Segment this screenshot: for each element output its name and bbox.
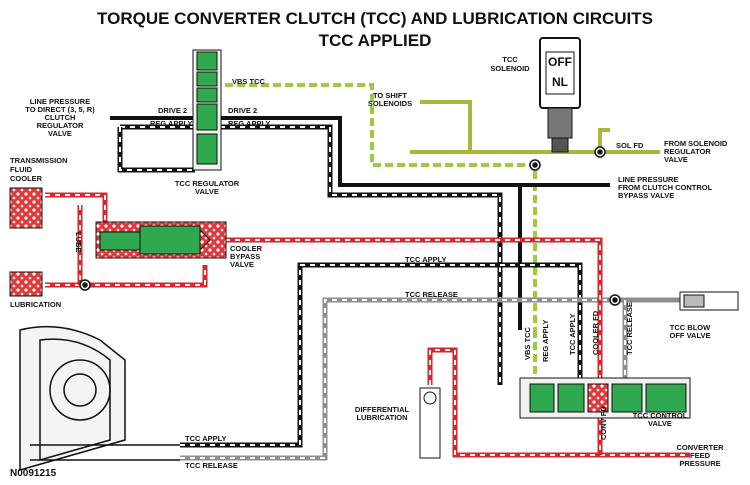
label-line-pressure-direct: LINE PRESSURE TO DIRECT (3, 5, R) CLUTCH…	[25, 97, 95, 138]
svg-text:SOLENOID: SOLENOID	[490, 64, 530, 73]
svg-text:BYPASS: BYPASS	[230, 252, 260, 261]
svg-text:FLUID: FLUID	[10, 165, 33, 174]
svg-text:VALVE: VALVE	[230, 260, 254, 269]
svg-text:SOLENOIDS: SOLENOIDS	[368, 99, 412, 108]
svg-text:TO SHIFT: TO SHIFT	[373, 91, 407, 100]
title-line-1: TORQUE CONVERTER CLUTCH (TCC) AND LUBRIC…	[97, 9, 653, 28]
label-transmission-fluid-cooler: TRANSMISSION FLUID COOLER	[10, 156, 68, 183]
label-vbs-tcc-vert: VBS TCC	[523, 326, 532, 360]
svg-text:VALVE: VALVE	[48, 129, 72, 138]
svg-text:PRESSURE: PRESSURE	[679, 459, 720, 468]
solenoid-nl-text: NL	[552, 75, 568, 89]
tcc-release-circuit	[180, 297, 680, 461]
label-tcc-apply-mid: TCC APPLY	[405, 255, 447, 264]
svg-text:DIFFERENTIAL: DIFFERENTIAL	[355, 405, 410, 414]
label-reg-apply-vert: REG APPLY	[541, 320, 550, 362]
reg-apply-circuit	[117, 124, 503, 385]
svg-text:CONVERTER: CONVERTER	[676, 443, 724, 452]
svg-text:VALVE: VALVE	[648, 419, 672, 428]
label-differential-lubrication: DIFFERENTIAL LUBRICATION	[355, 405, 410, 422]
svg-text:LINE PRESSURE: LINE PRESSURE	[30, 97, 90, 106]
label-drive2-right: DRIVE 2	[228, 106, 257, 115]
svg-text:VALVE: VALVE	[664, 155, 688, 164]
svg-text:FROM SOLENOID: FROM SOLENOID	[664, 139, 728, 148]
tcc-control-valve	[519, 377, 691, 419]
label-cooler-bypass-valve: COOLER BYPASS VALVE	[230, 244, 263, 269]
svg-text:TCC REGULATOR: TCC REGULATOR	[175, 179, 240, 188]
svg-text:TCC: TCC	[502, 55, 518, 64]
transmission-fluid-cooler	[9, 187, 43, 229]
label-to-shift-solenoids: TO SHIFT SOLENOIDS	[368, 91, 412, 108]
tcc-apply-circuit	[180, 262, 583, 448]
label-cooler-fd-vert: COOLER FD	[591, 310, 600, 355]
label-reg-apply-right: REG APPLY	[228, 119, 270, 128]
svg-text:TO DIRECT (3, 5, R): TO DIRECT (3, 5, R)	[25, 105, 95, 114]
label-sol-fd: SOL FD	[616, 141, 644, 150]
label-lubrication: LUBRICATION	[10, 300, 61, 309]
solenoid-off-text: OFF	[548, 55, 572, 69]
svg-text:CLUTCH: CLUTCH	[45, 113, 76, 122]
line-pressure-circuit	[110, 116, 610, 330]
tcc-blow-off-valve	[679, 291, 739, 311]
label-drive2-left: DRIVE 2	[158, 106, 187, 115]
label-reg-apply-left: REG APPLY	[150, 119, 192, 128]
label-conv-fd-vert: CONV FD	[599, 406, 608, 440]
svg-text:COOLER: COOLER	[10, 174, 43, 183]
svg-text:TRANSMISSION: TRANSMISSION	[10, 156, 68, 165]
junction-dots	[79, 146, 621, 306]
label-tcc-release-vert: TCC RELEASE	[625, 302, 634, 355]
label-tcc-control-valve: TCC CONTROL VALVE	[633, 411, 688, 428]
svg-text:REGULATOR: REGULATOR	[664, 147, 711, 156]
tcc-solenoid: OFF NL	[539, 37, 581, 153]
lubrication-block	[9, 271, 43, 297]
svg-text:FEED: FEED	[690, 451, 711, 460]
label-tcc-apply-vert: TCC APPLY	[568, 313, 577, 355]
label-tcc-solenoid: TCC SOLENOID	[490, 55, 530, 73]
label-tcc-blow-off-valve: TCC BLOW OFF VALVE	[670, 323, 712, 340]
svg-text:BYPASS VALVE: BYPASS VALVE	[618, 191, 674, 200]
svg-text:COOLER: COOLER	[230, 244, 263, 253]
label-from-solenoid-regulator-valve: FROM SOLENOID REGULATOR VALVE	[664, 139, 728, 164]
differential-lubrication-device	[419, 387, 441, 459]
tcc-regulator-valve	[192, 49, 222, 171]
label-line-pressure-from-clutch: LINE PRESSURE FROM CLUTCH CONTROL BYPASS…	[618, 175, 713, 200]
title-line-2: TCC APPLIED	[319, 31, 432, 50]
label-tcc-regulator-valve: TCC REGULATOR VALVE	[175, 179, 240, 196]
svg-text:FROM CLUTCH CONTROL: FROM CLUTCH CONTROL	[618, 183, 713, 192]
svg-text:REGULATOR: REGULATOR	[37, 121, 84, 130]
label-vbs-tcc: VBS TCC	[232, 77, 266, 86]
label-lube: LUBE	[74, 232, 83, 252]
label-tcc-release-mid: TCC RELEASE	[405, 290, 458, 299]
label-converter-feed-pressure: CONVERTER FEED PRESSURE	[676, 443, 724, 468]
cooler-bypass-valve	[95, 221, 227, 259]
svg-text:LUBRICATION: LUBRICATION	[356, 413, 407, 422]
torque-converter	[19, 325, 180, 471]
label-tcc-release-bottom: TCC RELEASE	[185, 461, 238, 470]
vbs-tcc-circuit	[225, 83, 537, 385]
figure-id: N0091215	[10, 468, 57, 479]
svg-text:TCC BLOW: TCC BLOW	[670, 323, 711, 332]
svg-text:VALVE: VALVE	[195, 187, 219, 196]
svg-text:LINE PRESSURE: LINE PRESSURE	[618, 175, 678, 184]
svg-text:OFF VALVE: OFF VALVE	[670, 331, 711, 340]
label-tcc-apply-bottom: TCC APPLY	[185, 434, 227, 443]
svg-text:TCC CONTROL: TCC CONTROL	[633, 411, 688, 420]
cooler-circuit	[45, 192, 690, 458]
